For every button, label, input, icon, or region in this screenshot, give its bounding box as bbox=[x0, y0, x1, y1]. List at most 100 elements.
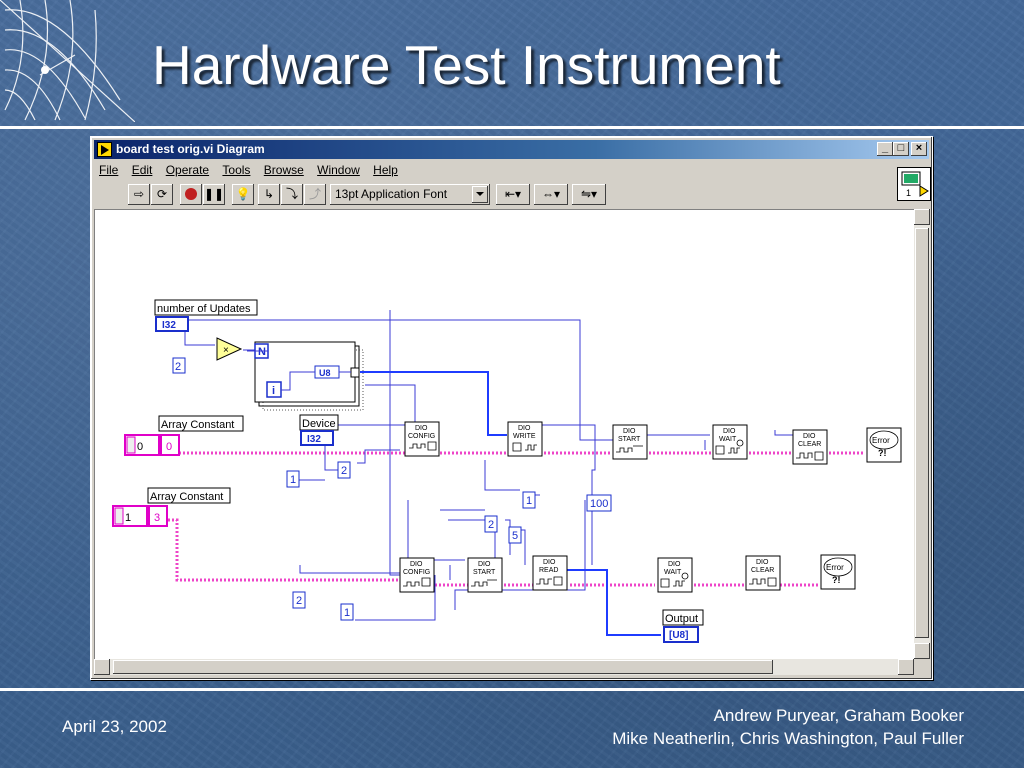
output-label: Output bbox=[665, 613, 698, 625]
slide-title: Hardware Test Instrument bbox=[152, 34, 781, 96]
dio-read-node[interactable]: DIO READ bbox=[532, 555, 568, 591]
label-box bbox=[154, 299, 258, 316]
svg-text:DIO: DIO bbox=[623, 428, 636, 435]
horizontal-scrollbar[interactable] bbox=[94, 659, 914, 675]
step-over-icon[interactable]: ⤵ bbox=[281, 184, 303, 205]
run-continuous-icon[interactable]: ⟳ bbox=[151, 184, 173, 205]
svg-text:Error: Error bbox=[826, 563, 844, 572]
constant-one: 1 bbox=[290, 474, 296, 486]
dio-start-node[interactable]: DIO START bbox=[612, 424, 648, 460]
label-box bbox=[662, 609, 704, 626]
device-type-label: I32 bbox=[307, 434, 321, 445]
constant-two: 2 bbox=[341, 465, 347, 477]
reorder-objects-icon[interactable]: ⇋▾ bbox=[572, 184, 606, 205]
scroll-down-icon[interactable] bbox=[914, 643, 930, 659]
label-box bbox=[147, 487, 231, 504]
array-index-stepper-icon[interactable] bbox=[126, 436, 136, 454]
number-of-updates-label: number of Updates bbox=[157, 303, 251, 315]
font-selector[interactable]: 13pt Application Font bbox=[330, 184, 490, 205]
step-out-icon[interactable]: ⤴ bbox=[304, 184, 326, 205]
array-index-stepper-icon[interactable] bbox=[114, 507, 124, 525]
multiply-symbol: × bbox=[223, 345, 229, 356]
vi-connector-icon[interactable]: 1 bbox=[897, 167, 931, 201]
svg-text:DIO: DIO bbox=[415, 425, 428, 432]
svg-text:WAIT: WAIT bbox=[664, 569, 682, 576]
u8-wires bbox=[360, 371, 661, 636]
loop-tunnel bbox=[350, 367, 360, 378]
array-1-element[interactable] bbox=[160, 434, 180, 456]
dio-start-node-2[interactable]: DIO START bbox=[467, 557, 503, 593]
svg-text:START: START bbox=[473, 569, 496, 576]
toolbar: ⇨ ⟳ ❚❚ 💡 ↳ ⤵ ⤴ 13pt Application Font ⇤▾ … bbox=[94, 167, 931, 207]
constant-two[interactable] bbox=[172, 357, 186, 374]
footer-divider bbox=[0, 688, 1024, 691]
dio-clear-node-2[interactable]: DIO CLEAR bbox=[745, 555, 781, 591]
svg-text:CONFIG: CONFIG bbox=[408, 433, 435, 440]
dio-wait-node-2[interactable]: DIO WAIT bbox=[657, 557, 693, 593]
device-terminal[interactable] bbox=[300, 430, 334, 446]
dio-clear-node[interactable]: DIO CLEAR bbox=[792, 429, 828, 465]
svg-text:CLEAR: CLEAR bbox=[751, 567, 774, 574]
abort-icon[interactable] bbox=[180, 184, 202, 205]
svg-text:DIO: DIO bbox=[543, 559, 556, 566]
error-handler-node-2[interactable]: Error ?! bbox=[820, 554, 856, 590]
dio-wait-node[interactable]: DIO WAIT bbox=[712, 424, 748, 460]
dio-config-node[interactable]: DIO CONFIG bbox=[404, 421, 440, 457]
menu-window[interactable]: Window bbox=[317, 163, 360, 177]
svg-text:WAIT: WAIT bbox=[719, 436, 737, 443]
error-handler-node[interactable]: Error ?! bbox=[866, 427, 902, 463]
minimize-button[interactable]: _ bbox=[877, 142, 893, 156]
scroll-left-icon[interactable] bbox=[94, 659, 110, 675]
maximize-button[interactable]: □ bbox=[893, 142, 909, 156]
menu-browse[interactable]: Browse bbox=[263, 163, 304, 177]
constant-two: 2 bbox=[296, 595, 302, 607]
dio-write-node[interactable]: DIO WRITE bbox=[507, 421, 543, 457]
i32-type-label: I32 bbox=[162, 320, 176, 331]
horizontal-scroll-thumb[interactable] bbox=[113, 660, 773, 674]
constant-one: 1 bbox=[344, 607, 350, 619]
svg-text:DIO: DIO bbox=[410, 561, 423, 568]
highlight-execution-icon[interactable]: 💡 bbox=[232, 184, 254, 205]
distribute-objects-icon[interactable]: ⇔▾ bbox=[534, 184, 568, 205]
authors-line-2: Mike Neatherlin, Chris Washington, Paul … bbox=[612, 729, 964, 748]
svg-text:Error: Error bbox=[872, 436, 890, 445]
step-into-icon[interactable]: ↳ bbox=[258, 184, 280, 205]
scroll-up-icon[interactable] bbox=[914, 209, 930, 225]
dish-logo-icon bbox=[0, 0, 135, 122]
dio-config-node-2[interactable]: DIO CONFIG bbox=[399, 557, 435, 593]
svg-text:START: START bbox=[618, 436, 641, 443]
number-of-updates-terminal[interactable] bbox=[155, 316, 189, 332]
resize-grip-icon[interactable] bbox=[914, 659, 930, 675]
constant-two: 2 bbox=[488, 519, 494, 531]
close-button[interactable]: × bbox=[911, 142, 927, 156]
svg-text:DIO: DIO bbox=[723, 428, 736, 435]
output-indicator[interactable] bbox=[663, 626, 699, 643]
numeric-constants: 1 2 1 2 5 100 2 1 bbox=[286, 461, 612, 621]
menu-operate[interactable]: Operate bbox=[165, 163, 210, 177]
menu-file[interactable]: File bbox=[99, 163, 119, 177]
menu-tools[interactable]: Tools bbox=[222, 163, 251, 177]
align-objects-icon[interactable]: ⇤▾ bbox=[496, 184, 530, 205]
constant-five: 5 bbox=[512, 530, 518, 542]
window-titlebar[interactable]: board test orig.vi Diagram _ □ × bbox=[94, 140, 929, 159]
run-arrow-icon[interactable]: ⇨ bbox=[128, 184, 150, 205]
block-diagram-canvas[interactable]: number of Updates I32 2 × N i U8 Arr bbox=[94, 209, 914, 659]
menu-bar: File Edit Operate Tools Browse Window He… bbox=[94, 161, 403, 179]
chevron-down-icon[interactable] bbox=[472, 186, 488, 203]
window-title: board test orig.vi Diagram bbox=[116, 142, 265, 156]
pause-icon[interactable]: ❚❚ bbox=[203, 184, 225, 205]
multiply-node[interactable] bbox=[216, 337, 243, 361]
vertical-scrollbar[interactable] bbox=[914, 209, 930, 659]
array-2-element-value: 3 bbox=[154, 512, 160, 524]
presentation-date: April 23, 2002 bbox=[62, 717, 167, 736]
labview-diagram-window: board test orig.vi Diagram _ □ × File Ed… bbox=[90, 136, 933, 680]
menu-edit[interactable]: Edit bbox=[131, 163, 153, 177]
menu-help[interactable]: Help bbox=[373, 163, 398, 177]
array-2-index: 1 bbox=[125, 512, 131, 524]
array-2-element[interactable] bbox=[148, 505, 168, 527]
label-box bbox=[158, 415, 244, 432]
scroll-right-icon[interactable] bbox=[898, 659, 914, 675]
error-cluster-wires bbox=[168, 451, 865, 587]
title-divider bbox=[0, 126, 1024, 129]
vertical-scroll-thumb[interactable] bbox=[915, 228, 929, 638]
